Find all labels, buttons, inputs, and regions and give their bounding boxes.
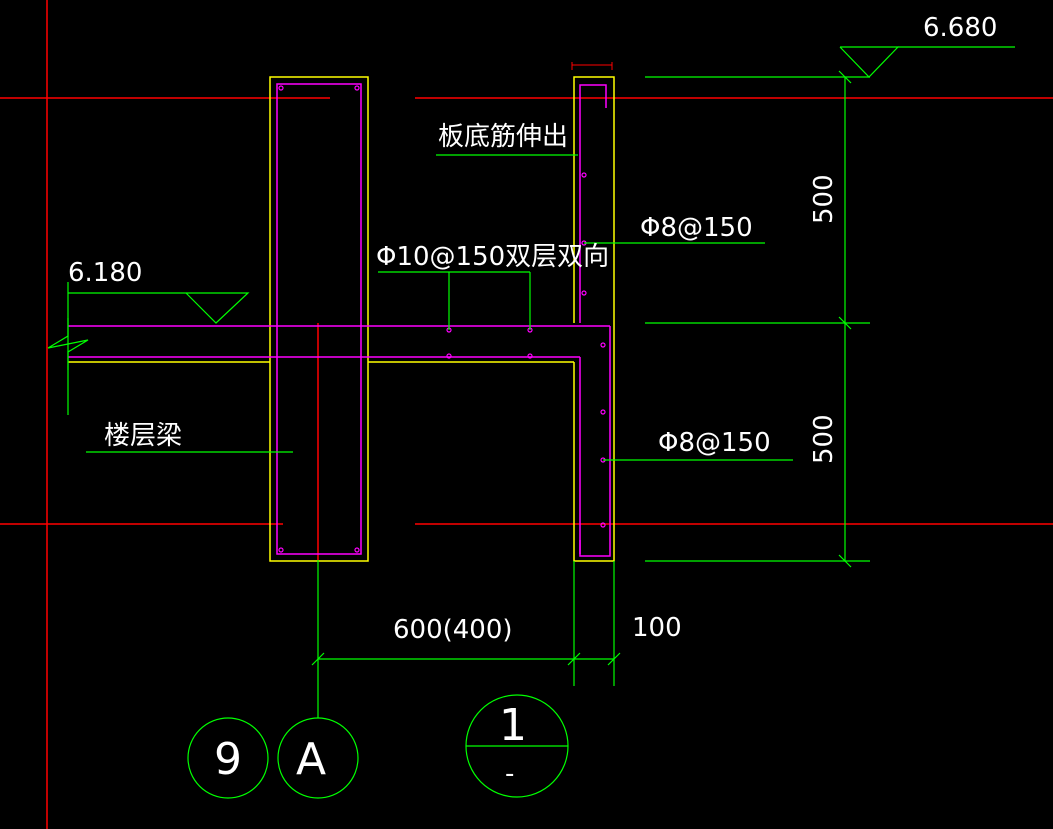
rebar-dot <box>600 342 606 348</box>
rebar-dot <box>600 522 606 528</box>
axis-number-text: 9 <box>214 734 242 785</box>
floor-beam-outline <box>269 76 369 562</box>
rebar-dot <box>278 547 284 553</box>
floor-beam-label: 楼层梁 <box>104 421 182 451</box>
axis-bubble-number <box>187 717 269 799</box>
elevation-slab-text: 6.180 <box>68 258 142 288</box>
concrete-outline <box>68 76 615 562</box>
section-sheet-text: - <box>505 759 514 789</box>
dim-tick <box>838 316 852 330</box>
dim-width-wall-text: 100 <box>632 613 682 643</box>
axis-letter-text: A <box>296 734 326 785</box>
rebar-dot <box>581 290 587 296</box>
elevation-marker-top <box>839 46 900 78</box>
axis-bubble-letter <box>277 717 359 799</box>
parapet-top-dim <box>571 62 613 70</box>
rebar-dot <box>354 85 360 91</box>
dim-lower-text: 500 <box>809 414 839 464</box>
rebar-dot <box>527 353 533 359</box>
parapet-bar-lower <box>579 326 611 557</box>
rebar-dot <box>581 172 587 178</box>
parapet-bar-upper <box>579 84 607 323</box>
dim-tick <box>311 652 325 666</box>
dimension-lines <box>47 46 1015 799</box>
dim-upper-text: 500 <box>809 174 839 224</box>
dim-width-main-text: 600(400) <box>393 615 513 645</box>
rebar-dot <box>446 353 452 359</box>
dim-tick <box>607 652 621 666</box>
rebar-dot <box>278 85 284 91</box>
slab-bottom-bar-label: 板底筋伸出 <box>438 122 568 152</box>
beam-stirrup <box>276 83 362 555</box>
break-line <box>47 318 89 370</box>
elevation-top-text: 6.680 <box>923 13 997 43</box>
parapet-bar-lower-label: Φ8@150 <box>658 428 771 458</box>
rebar-dot <box>600 409 606 415</box>
parapet-outline <box>573 76 615 562</box>
rebar-dot <box>354 547 360 553</box>
elevation-marker-slab <box>185 292 250 324</box>
dim-tick <box>567 652 581 666</box>
rebar-dots <box>278 85 606 553</box>
parapet-bar-upper-label: Φ8@150 <box>640 213 753 243</box>
dim-tick <box>838 70 852 84</box>
dim-tick <box>838 554 852 568</box>
slab-bar-label: Φ10@150双层双向 <box>376 242 609 272</box>
rebar-lines <box>68 83 611 557</box>
section-number-text: 1 <box>499 700 527 751</box>
